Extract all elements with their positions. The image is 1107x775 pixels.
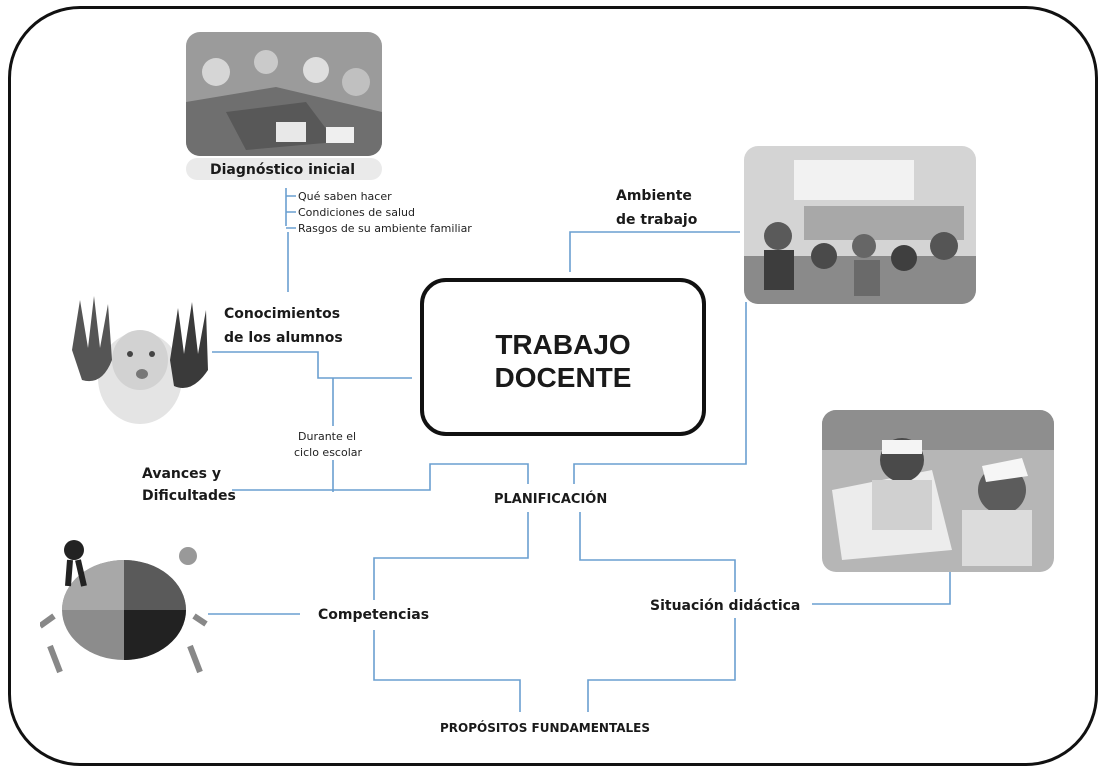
- situacion-to-propositos: [587, 618, 736, 712]
- diag-item-3: Rasgos de su ambiente familiar: [298, 222, 472, 235]
- center-title: TRABAJO DOCENTE: [424, 328, 702, 394]
- label-avances-2: Dificultades: [142, 488, 236, 504]
- child-painted-hands-icon: [62, 290, 212, 428]
- label-ambiente-2: de trabajo: [616, 212, 698, 228]
- label-propositos: PROPÓSITOS FUNDAMENTALES: [440, 721, 650, 735]
- situacion-to-photo: [812, 560, 951, 605]
- label-competencias: Competencias: [318, 607, 430, 623]
- puzzle-figures-icon: [40, 536, 208, 676]
- label-diagnostico: Diagnóstico inicial: [210, 162, 355, 178]
- children-drawing-photo-icon: [822, 410, 1054, 572]
- center-title-line1: TRABAJO: [495, 329, 631, 360]
- photo-left: [62, 290, 212, 428]
- label-avances-1: Avances y: [142, 466, 222, 482]
- label-ambiente-1: Ambiente: [616, 188, 692, 204]
- ambiente-to-center: [569, 231, 740, 272]
- clipart-puzzle: [40, 536, 208, 676]
- classroom-group-photo-icon: [744, 146, 976, 304]
- diag-bracket: [285, 188, 296, 229]
- center-title-line2: DOCENTE: [494, 362, 632, 393]
- label-planificacion: PLANIFICACIÓN: [494, 492, 608, 507]
- center-node: TRABAJO DOCENTE: [420, 278, 706, 436]
- avances-line: [232, 463, 529, 491]
- classroom-photo-icon: [186, 32, 382, 156]
- label-durante-1: Durante el: [298, 430, 357, 443]
- label-situacion: Situación didáctica: [650, 598, 801, 614]
- conocimientos-to-center: [196, 351, 412, 379]
- label-conocimientos-2: de los alumnos: [224, 330, 343, 346]
- plan-to-situacion: [579, 512, 736, 592]
- diag-item-2: Condiciones de salud: [298, 206, 415, 219]
- photo-right-top: [744, 146, 976, 304]
- competencias-to-propositos: [373, 630, 521, 712]
- label-durante-2: ciclo escolar: [294, 446, 363, 459]
- photo-to-planificacion: [573, 302, 747, 484]
- diag-item-1: Qué saben hacer: [298, 190, 392, 203]
- photo-top: [186, 32, 382, 156]
- plan-to-competencias: [373, 512, 529, 600]
- diagram-frame: [8, 6, 1098, 766]
- label-conocimientos-1: Conocimientos: [224, 306, 341, 322]
- photo-right-mid: [822, 410, 1054, 572]
